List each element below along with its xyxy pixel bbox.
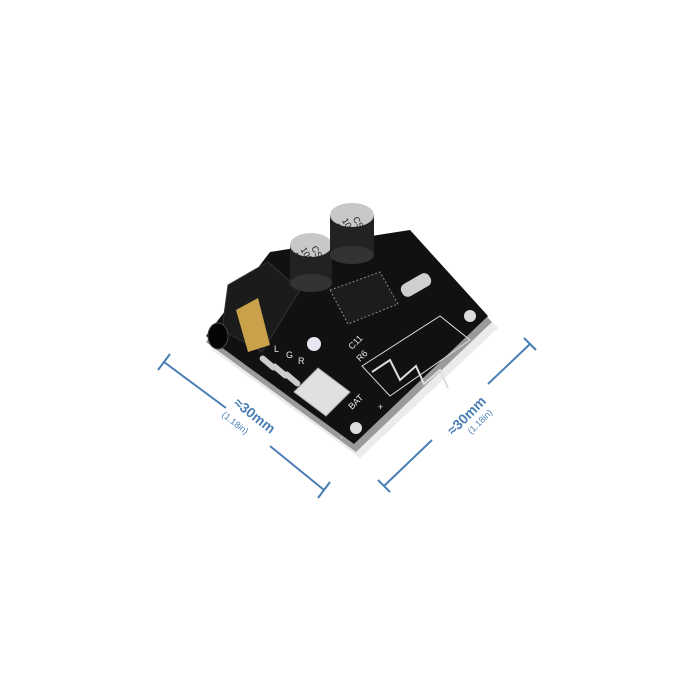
svg-text:R: R — [298, 356, 305, 366]
jack-gold-contact — [236, 298, 270, 352]
capacitor-1: CS 100 16V — [290, 233, 332, 292]
pcb-antenna — [371, 358, 449, 389]
crystal-oscillator — [400, 273, 432, 297]
svg-text:-: - — [340, 432, 343, 442]
antenna-outline — [361, 315, 471, 397]
audio-jack — [221, 261, 301, 353]
svg-text:L: L — [274, 344, 279, 354]
ic-chip — [329, 271, 399, 325]
capacitor-2: CS 100 16V — [330, 203, 374, 264]
mounting-hole — [307, 337, 321, 351]
jack-hole — [207, 322, 229, 350]
dimension-left — [157, 353, 331, 499]
micro-usb-port — [293, 367, 351, 417]
svg-text:+: + — [378, 402, 383, 412]
svg-text:G: G — [286, 350, 293, 360]
solder-pad-r — [283, 371, 301, 387]
dimension-right — [377, 337, 537, 493]
mounting-hole — [464, 310, 476, 322]
mounting-hole — [350, 422, 362, 434]
